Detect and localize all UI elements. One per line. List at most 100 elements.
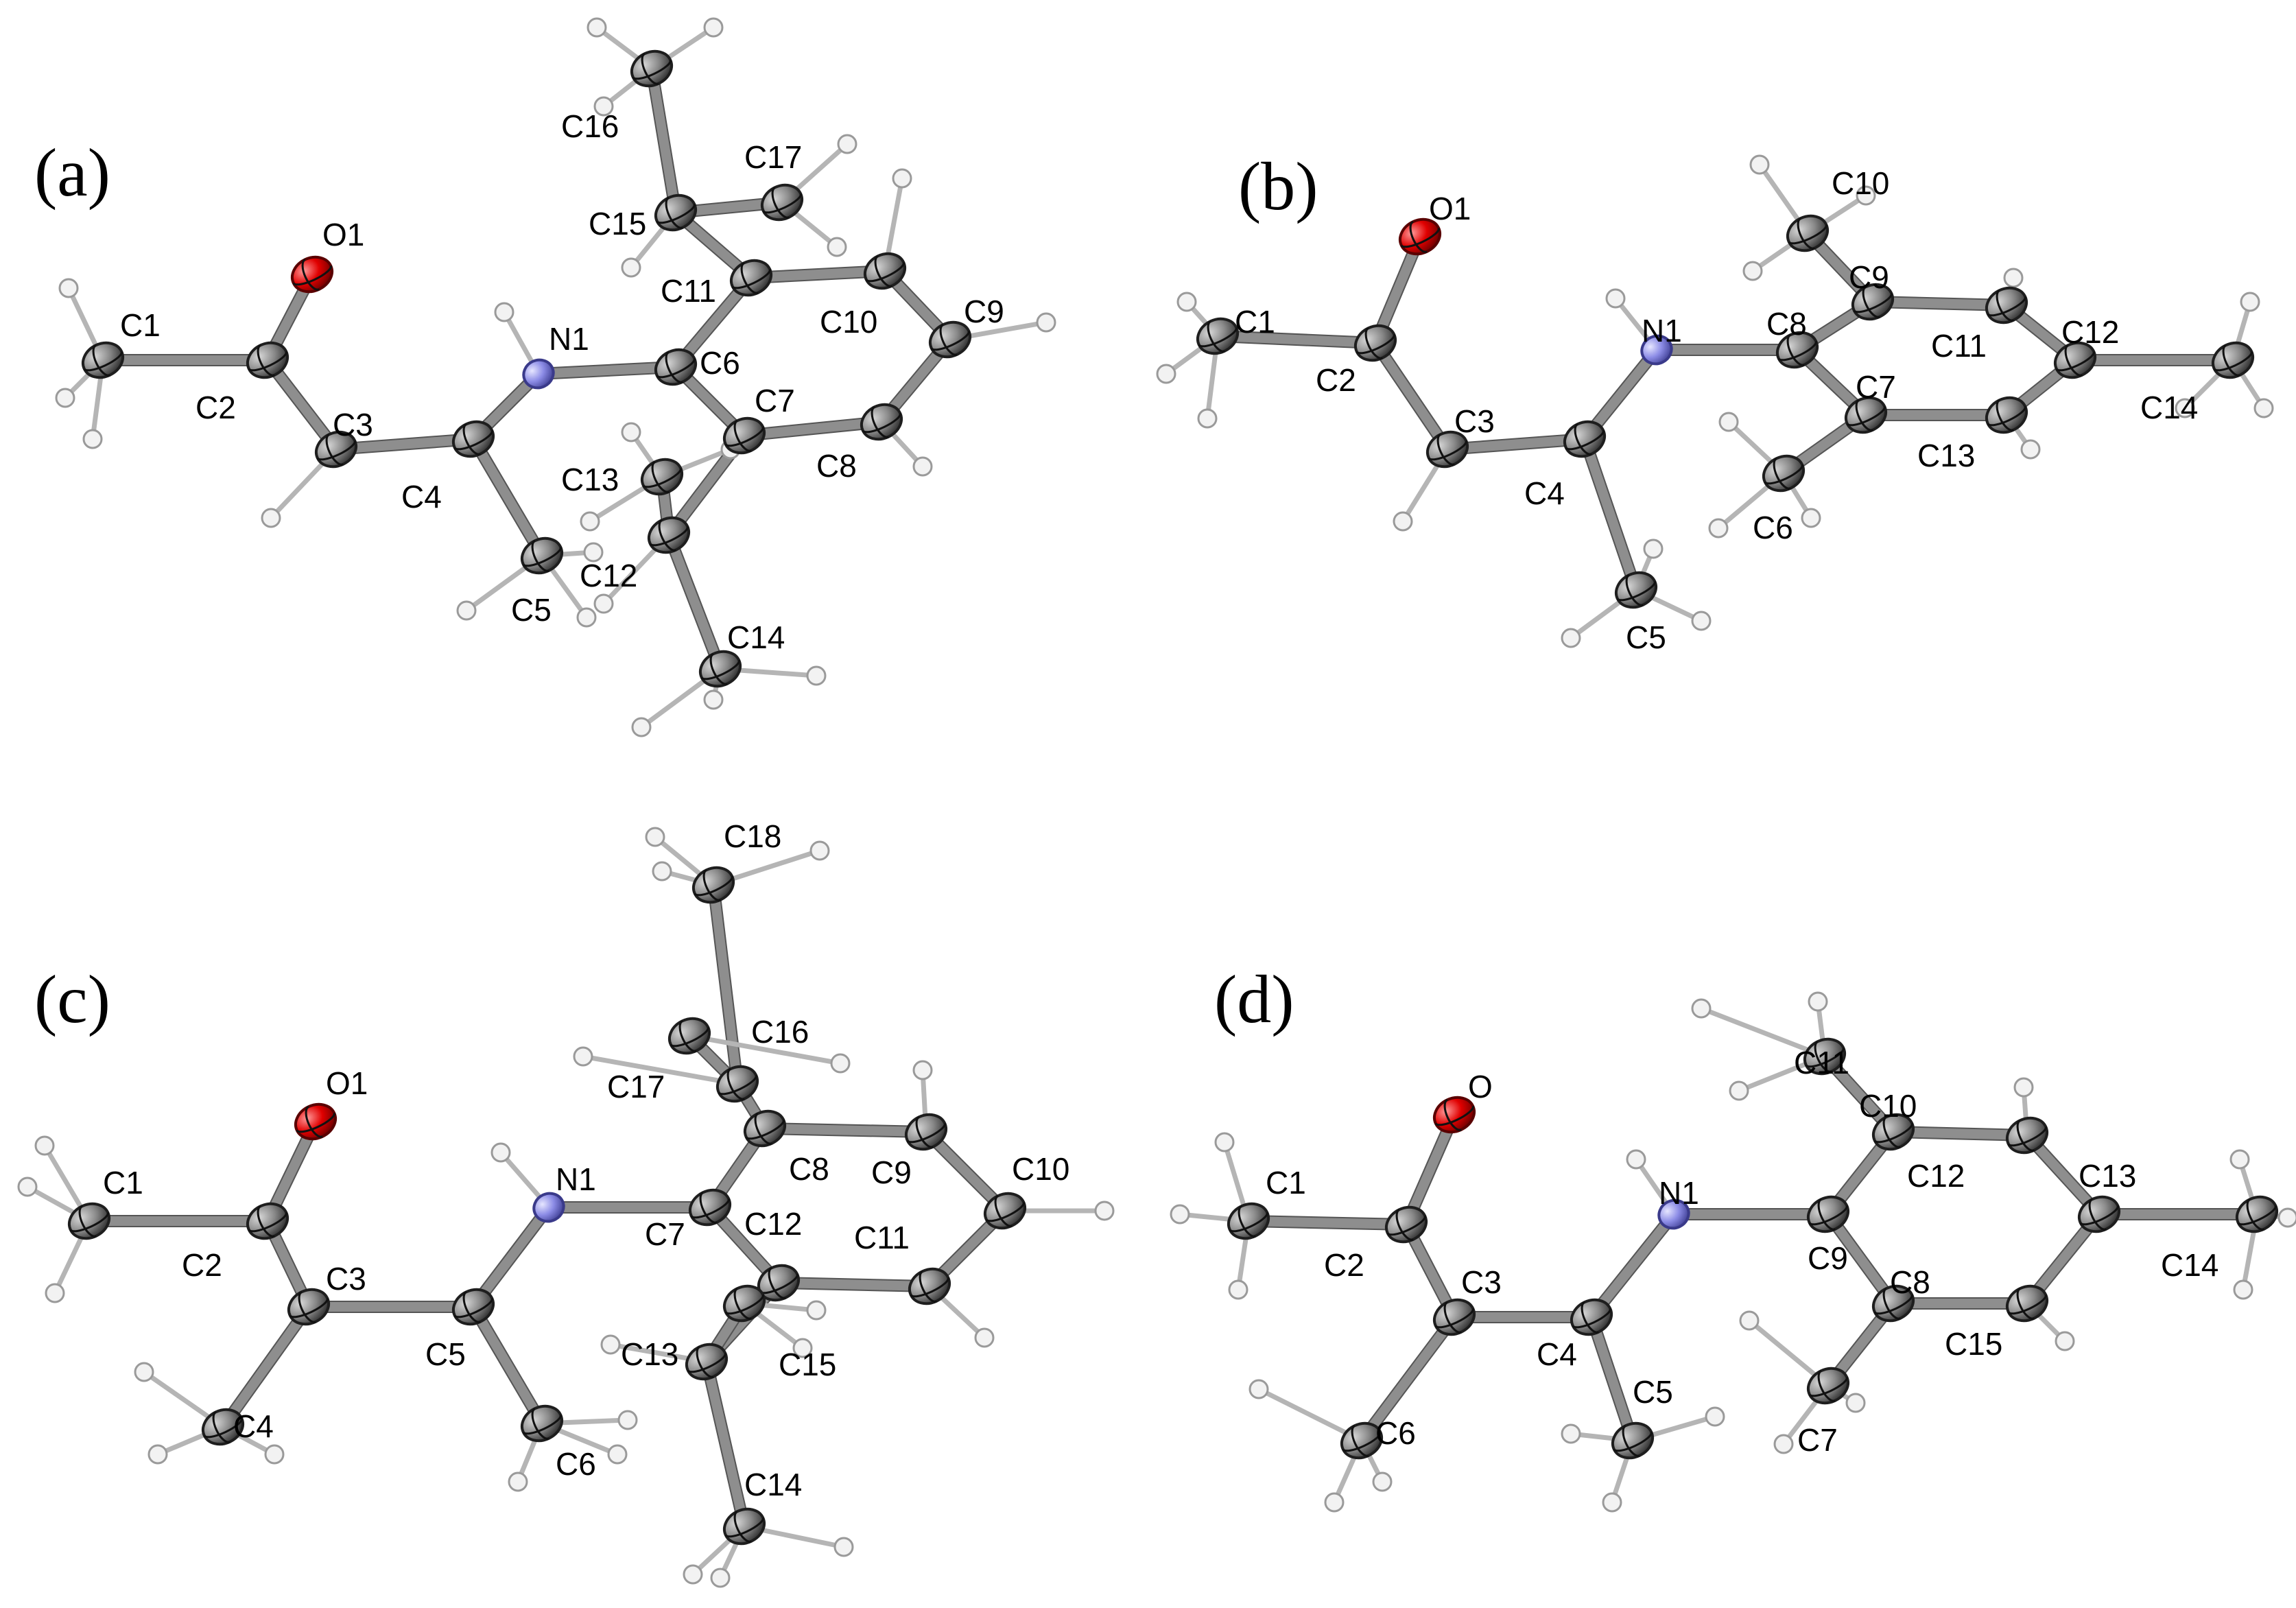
ellipsoid-axis	[1987, 405, 2026, 427]
hydrogen-atom	[2175, 398, 2195, 418]
ellipsoid-axis	[1436, 433, 1455, 466]
atom-N1	[532, 1192, 565, 1223]
hydrogen-atom	[1739, 1310, 1760, 1331]
ellipsoid-axis	[678, 1019, 697, 1052]
atom-label-C7: C7	[755, 383, 795, 418]
bond-C3-C4	[218, 1302, 313, 1432]
ellipsoid-axis	[1581, 1301, 1599, 1334]
hydrogen-atom	[1729, 1080, 1749, 1101]
hydrogen-atom	[456, 600, 477, 621]
atom-C1	[67, 1202, 111, 1240]
atom-C8	[1775, 331, 1819, 369]
atom-C6	[1340, 1421, 1384, 1460]
ellipsoid-axis	[726, 1067, 745, 1100]
ellipsoid-axis	[305, 1105, 323, 1138]
ellipsoid-axis	[733, 419, 752, 452]
hydrogen-atom	[82, 429, 103, 449]
hydrogen-atom	[617, 1410, 638, 1430]
atom-label-C6: C6	[700, 345, 740, 381]
bond-C4-N1	[1587, 1209, 1679, 1322]
ellipsoid-axis	[709, 652, 728, 685]
ellipsoid-axis	[1805, 1047, 1845, 1068]
bond-C2-C3	[263, 355, 341, 454]
bond-C10-C11	[746, 266, 890, 283]
atom-C5	[520, 536, 564, 575]
ellipsoid-axis	[2246, 1198, 2264, 1231]
atom-label-C13: C13	[561, 462, 619, 497]
hydrogen-atom	[2020, 439, 2041, 460]
ellipsoid-axis	[1443, 1301, 1462, 1334]
hydrogen-atom	[1643, 539, 1664, 559]
ellipsoid-axis	[724, 1517, 764, 1538]
bond-C3-C6	[1357, 1312, 1459, 1445]
atom-C4	[201, 1408, 245, 1446]
hydrogen-atom	[1605, 288, 1626, 309]
ellipsoid-axis	[871, 405, 889, 438]
atom-C13	[685, 1343, 729, 1381]
hydrogen-atom	[2233, 1279, 2253, 1300]
bond-C16-C18	[709, 880, 742, 1089]
ellipsoid-axis	[670, 1026, 709, 1048]
ellipsoid-axis	[1428, 440, 1467, 461]
ellipsoid-axis	[257, 344, 275, 377]
ellipsoid-axis	[665, 196, 683, 229]
ellipsoid-axis	[522, 1414, 562, 1435]
bond-C11-C12	[774, 1278, 934, 1291]
hydrogen-atom	[912, 1060, 933, 1080]
atom-N1	[1640, 334, 1673, 366]
ellipsoid-axis	[453, 1297, 493, 1319]
atom-label-C15: C15	[779, 1347, 836, 1382]
atom-C11	[908, 1267, 951, 1305]
ellipsoid-axis	[699, 1191, 718, 1224]
atom-C18	[691, 866, 735, 904]
atom-C2	[1353, 324, 1397, 362]
ellipsoid-axis	[724, 426, 764, 447]
atom-label-C10: C10	[1832, 165, 1889, 201]
hydrogen-atom	[490, 1142, 511, 1163]
atom-C2	[246, 341, 289, 379]
hydrogen-atom	[1856, 185, 1876, 206]
ellipsoid-axis	[1808, 1205, 1848, 1226]
ellipsoid-axis	[1882, 1115, 1901, 1148]
hydrogen-atom	[1324, 1492, 1345, 1513]
hydrogen-bond	[580, 1054, 740, 1087]
atom-ellipsoid	[532, 1192, 565, 1223]
atom-C1	[81, 341, 125, 379]
atom-label-C2: C2	[1324, 1247, 1364, 1283]
ellipsoid-axis	[642, 467, 682, 488]
hydrogen-atom	[1708, 518, 1729, 539]
hydrogen-bond	[1699, 1006, 1827, 1059]
ellipsoid-axis	[92, 344, 110, 377]
atom-label-C14: C14	[727, 619, 785, 655]
ellipsoid-axis	[2007, 1294, 2047, 1315]
atom-label-O1: O1	[322, 217, 364, 252]
ellipsoid-axis	[1616, 580, 1656, 602]
atom-label-C5: C5	[511, 592, 552, 628]
atom-C1	[1196, 317, 1240, 355]
atom-C17	[760, 183, 804, 222]
atom-label-C5: C5	[1626, 619, 1666, 655]
atom-label-C9: C9	[1808, 1240, 1848, 1276]
hydrogen-atom	[55, 388, 75, 408]
atom-label-C15: C15	[589, 206, 646, 241]
hydrogen-atom	[34, 1135, 55, 1156]
ellipsoid-axis	[919, 1270, 937, 1303]
ellipsoid-axis	[2064, 344, 2083, 377]
hydrogen-atom	[576, 607, 597, 628]
ellipsoid-axis	[771, 186, 790, 219]
atom-C14	[722, 1507, 766, 1546]
ellipsoid-axis	[301, 258, 320, 291]
atom-label-C8: C8	[1890, 1264, 1930, 1300]
atom-C2	[1384, 1205, 1428, 1244]
atom-label-N1: N1	[1642, 313, 1682, 348]
atom-C8	[1871, 1284, 1915, 1323]
ellipsoid-axis	[289, 1297, 329, 1319]
ellipsoid-axis	[1565, 429, 1605, 451]
ellipsoid-axis	[78, 1205, 97, 1238]
ellipsoid-axis	[733, 1510, 752, 1543]
atom-C6	[654, 348, 698, 386]
atom-label-C16: C16	[751, 1014, 809, 1050]
atom-C9	[1806, 1195, 1850, 1233]
atom-C12	[2005, 1116, 2049, 1155]
hydrogen-atom	[827, 237, 847, 257]
